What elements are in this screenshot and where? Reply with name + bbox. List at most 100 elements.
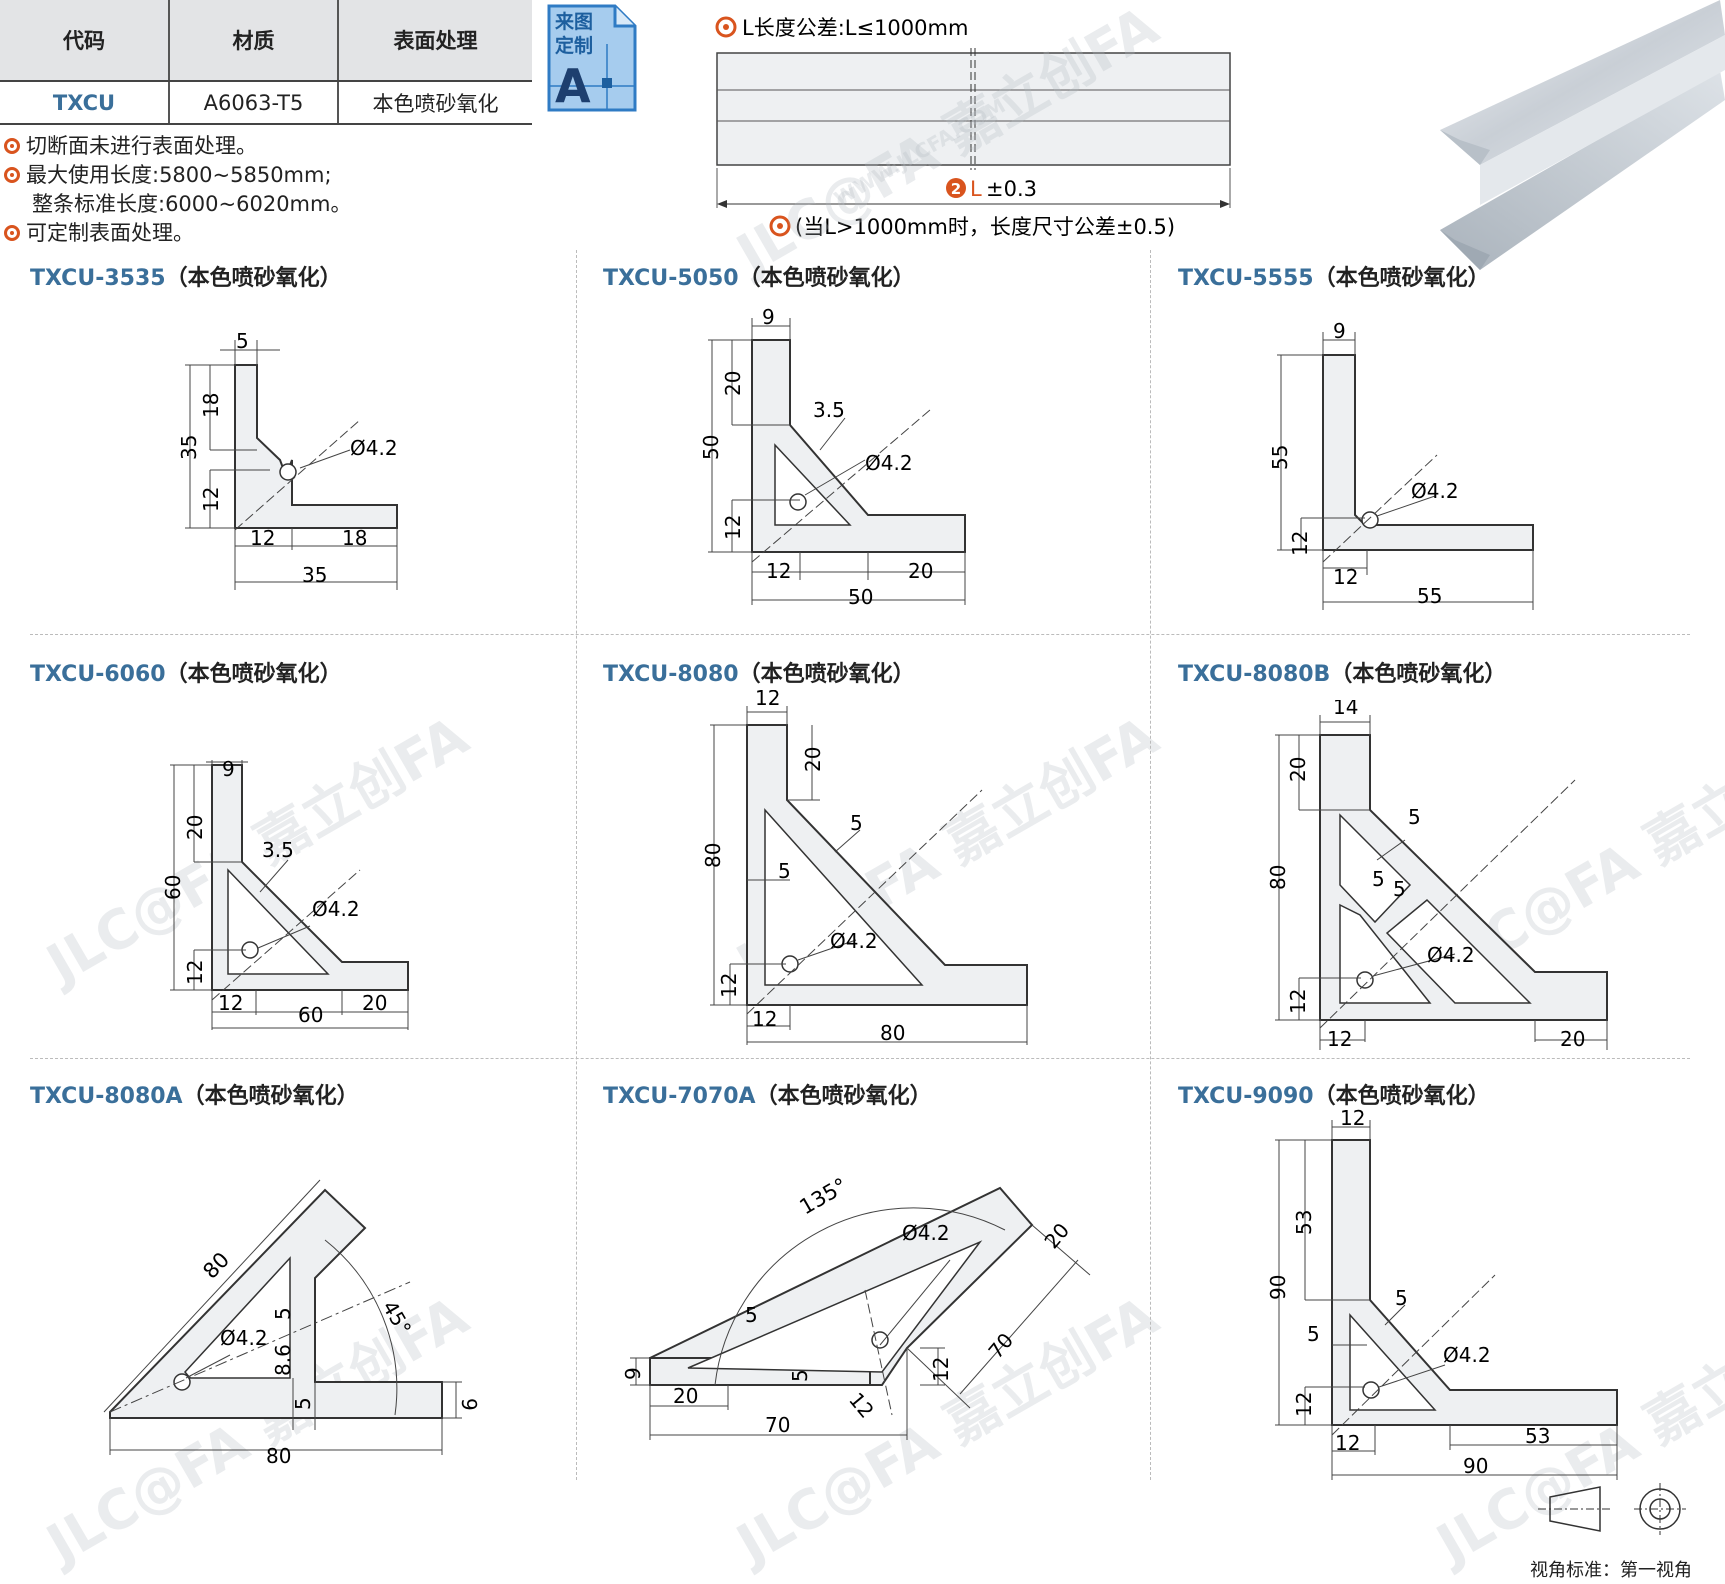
svg-text:12: 12 bbox=[1335, 1431, 1360, 1455]
svg-text:12: 12 bbox=[199, 487, 223, 512]
svg-text:12: 12 bbox=[1333, 565, 1358, 589]
svg-text:9: 9 bbox=[1333, 319, 1346, 343]
svg-text:20: 20 bbox=[721, 371, 745, 396]
svg-text:53: 53 bbox=[1525, 1424, 1550, 1448]
svg-text:5: 5 bbox=[850, 811, 863, 835]
profile-title: TXCU-9090（本色喷砂氧化） bbox=[1178, 1084, 1490, 1109]
table-cell-code: TXCU bbox=[0, 81, 170, 125]
svg-text:12: 12 bbox=[250, 526, 275, 550]
note-item: 切断面未进行表面处理。 bbox=[4, 132, 351, 161]
profile-title: TXCU-8080B（本色喷砂氧化） bbox=[1178, 662, 1507, 687]
svg-text:8.6: 8.6 bbox=[271, 1344, 295, 1376]
stamp-line1: 来图 bbox=[555, 11, 593, 33]
custom-drawing-stamp-icon: 来图 定制 A bbox=[547, 4, 637, 112]
svg-text:5: 5 bbox=[745, 1303, 758, 1327]
grid-divider bbox=[30, 1058, 1690, 1059]
svg-text:12: 12 bbox=[755, 690, 780, 710]
svg-text:12: 12 bbox=[1340, 1106, 1365, 1130]
svg-text:Ø4.2: Ø4.2 bbox=[220, 1326, 268, 1350]
svg-text:12: 12 bbox=[1286, 989, 1310, 1014]
drawing-txcu-5050: 9 50 20 12 3.5 Ø4.2 12 20 50 bbox=[699, 305, 966, 609]
svg-text:5: 5 bbox=[1395, 1286, 1408, 1310]
svg-text:35: 35 bbox=[177, 435, 201, 460]
svg-text:90: 90 bbox=[1266, 1275, 1290, 1300]
note-item: 可定制表面处理。 bbox=[4, 219, 351, 248]
svg-text:20: 20 bbox=[908, 559, 933, 583]
profile-title: TXCU-5050（本色喷砂氧化） bbox=[603, 266, 915, 291]
bullet-icon bbox=[769, 215, 791, 237]
svg-text:5: 5 bbox=[1372, 867, 1385, 891]
svg-text:9: 9 bbox=[222, 760, 235, 781]
svg-text:12: 12 bbox=[183, 960, 207, 985]
drawing-txcu-8080: 12 80 20 12 5 5 Ø4.2 12 80 bbox=[701, 690, 1028, 1045]
view-standard-label: 视角标准：第一视角 bbox=[1530, 1560, 1692, 1581]
length-tolerance-diagram: L长度公差:L≤1000mm 2 L ±0.3 (当L>1000mm时，长度尺寸… bbox=[715, 16, 1231, 239]
length-number: 2 bbox=[951, 180, 961, 198]
svg-text:12: 12 bbox=[717, 973, 741, 998]
product-photo bbox=[1440, 0, 1725, 270]
svg-text:Ø4.2: Ø4.2 bbox=[865, 451, 913, 475]
svg-text:Ø4.2: Ø4.2 bbox=[1443, 1343, 1491, 1367]
bullet-icon bbox=[4, 167, 20, 183]
table-header-material: 材质 bbox=[169, 0, 339, 82]
spec-table: 代码 材质 表面处理 TXCU A6063-T5 本色喷砂氧化 bbox=[0, 0, 532, 125]
svg-text:20: 20 bbox=[1039, 1218, 1074, 1253]
stamp-line2: 定制 bbox=[555, 34, 593, 57]
stamp-letter: A bbox=[555, 59, 591, 112]
table-header-code: 代码 bbox=[0, 0, 170, 82]
table-cell-material: A6063-T5 bbox=[169, 81, 339, 125]
svg-text:9: 9 bbox=[762, 305, 775, 329]
svg-text:12: 12 bbox=[752, 1007, 777, 1031]
svg-text:12: 12 bbox=[844, 1388, 879, 1423]
svg-text:Ø4.2: Ø4.2 bbox=[902, 1221, 950, 1245]
svg-text:80: 80 bbox=[1266, 865, 1290, 890]
svg-text:12: 12 bbox=[1288, 531, 1312, 556]
grid-divider bbox=[1150, 250, 1151, 1480]
svg-text:12: 12 bbox=[929, 1357, 953, 1382]
svg-text:50: 50 bbox=[699, 435, 723, 460]
svg-text:60: 60 bbox=[161, 875, 185, 900]
svg-text:20: 20 bbox=[183, 815, 207, 840]
drawing-txcu-6060: 9 60 20 12 3.5 Ø4.2 12 60 20 bbox=[161, 760, 409, 1030]
svg-text:80: 80 bbox=[880, 1021, 905, 1045]
svg-text:5: 5 bbox=[788, 1369, 812, 1382]
svg-text:Ø4.2: Ø4.2 bbox=[350, 436, 398, 460]
svg-text:20: 20 bbox=[1286, 757, 1310, 782]
svg-text:9: 9 bbox=[621, 1367, 645, 1380]
note-item: 最大使用长度:5800~5850mm; bbox=[4, 161, 351, 190]
drawing-txcu-7070A: 135° Ø4.2 20 9 5 5 12 12 20 70 70 bbox=[621, 1173, 1091, 1440]
svg-text:20: 20 bbox=[673, 1384, 698, 1408]
svg-text:35: 35 bbox=[302, 563, 327, 587]
svg-text:Ø4.2: Ø4.2 bbox=[830, 929, 878, 953]
profile-title: TXCU-8080A（本色喷砂氧化） bbox=[30, 1084, 359, 1109]
grid-divider bbox=[30, 634, 1690, 635]
svg-text:12: 12 bbox=[1327, 1027, 1352, 1051]
table-cell-finish: 本色喷砂氧化 bbox=[338, 81, 532, 125]
length-title: L长度公差:L≤1000mm bbox=[742, 16, 968, 40]
profile-title: TXCU-5555（本色喷砂氧化） bbox=[1178, 266, 1490, 291]
drawing-txcu-3535: 5 35 18 12 Ø4.2 12 18 35 bbox=[177, 329, 398, 590]
svg-text:90: 90 bbox=[1463, 1454, 1488, 1478]
svg-text:20: 20 bbox=[1560, 1027, 1585, 1051]
svg-text:18: 18 bbox=[342, 526, 367, 550]
svg-text:135°: 135° bbox=[796, 1173, 852, 1219]
svg-text:12: 12 bbox=[218, 991, 243, 1015]
length-note: (当L>1000mm时，长度尺寸公差±0.5) bbox=[795, 215, 1175, 239]
svg-text:Ø4.2: Ø4.2 bbox=[1411, 479, 1459, 503]
svg-text:70: 70 bbox=[765, 1413, 790, 1437]
length-letter: L bbox=[970, 177, 982, 201]
svg-text:14: 14 bbox=[1333, 700, 1358, 719]
svg-text:5: 5 bbox=[291, 1397, 315, 1410]
svg-text:20: 20 bbox=[362, 991, 387, 1015]
drawing-txcu-8080a: 80 5 Ø4.2 8.6 5 45° 9 80 bbox=[103, 1179, 481, 1468]
svg-text:Ø4.2: Ø4.2 bbox=[312, 897, 360, 921]
profile-title: TXCU-3535（本色喷砂氧化） bbox=[30, 266, 342, 291]
profile-title: TXCU-7070A（本色喷砂氧化） bbox=[603, 1084, 932, 1109]
svg-text:3.5: 3.5 bbox=[262, 838, 294, 862]
svg-text:5: 5 bbox=[1393, 877, 1406, 901]
first-angle-projection-icon bbox=[1538, 1483, 1686, 1535]
svg-text:55: 55 bbox=[1417, 584, 1442, 608]
svg-text:53: 53 bbox=[1292, 1210, 1316, 1235]
svg-text:60: 60 bbox=[298, 1003, 323, 1027]
svg-text:Ø4.2: Ø4.2 bbox=[1427, 943, 1475, 967]
